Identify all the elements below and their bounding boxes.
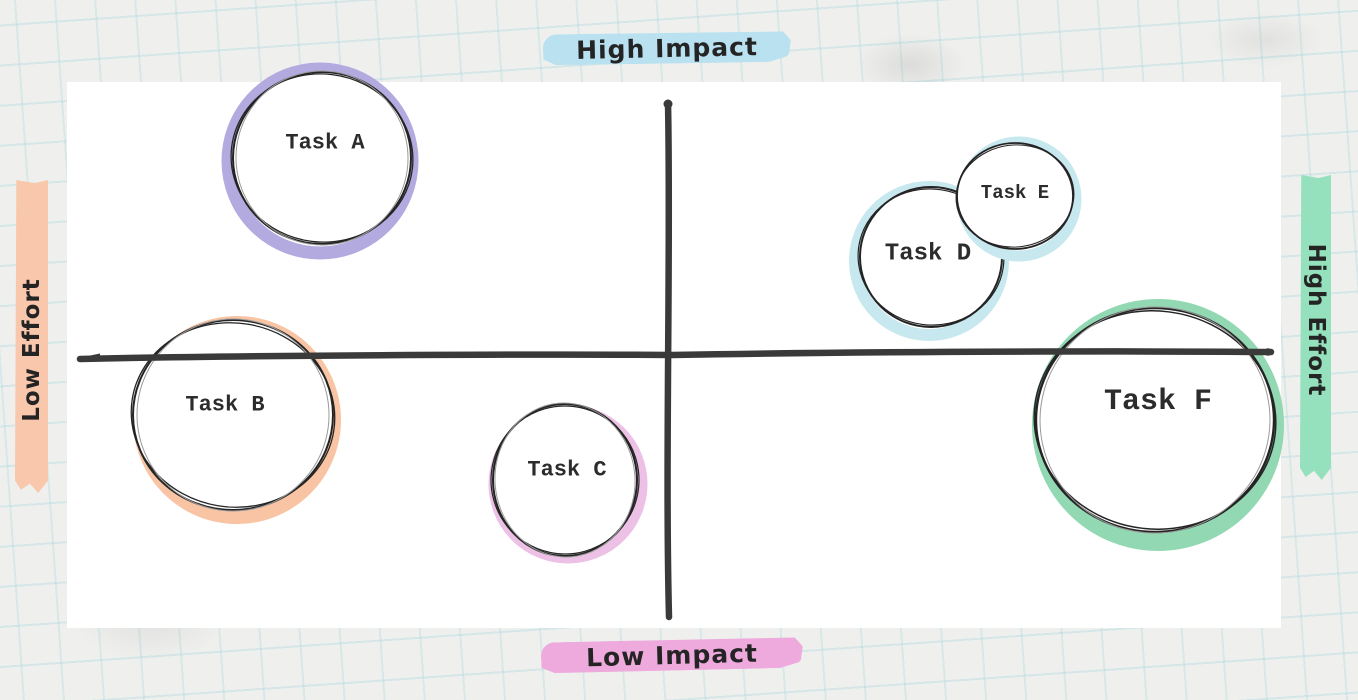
task-f-circle [1034, 306, 1276, 534]
task-node-a: Task A [221, 62, 419, 260]
task-b-circle [132, 319, 334, 511]
task-e-label: Task E [981, 182, 1049, 204]
task-node-c: Task C [488, 402, 648, 564]
task-a-label: Task A [285, 131, 365, 156]
task-f-label: Task F [1104, 385, 1212, 419]
task-b-label: Task B [185, 393, 264, 418]
task-node-e: Task E [955, 136, 1082, 262]
task-e-circle [956, 142, 1074, 250]
task-node-b: Task B [130, 316, 341, 524]
task-c-circle [492, 403, 638, 557]
task-a-circle [232, 71, 412, 245]
task-d-label: Task D [885, 241, 971, 268]
task-node-d: Task D [849, 181, 1009, 341]
horizontal-axis-taper [78, 353, 100, 362]
task-a-highlight-ring [221, 62, 419, 260]
axis-caption-high-effort: High Effort [1300, 175, 1331, 480]
axis-caption-low-effort: Low Effort [15, 180, 48, 493]
horizontal-axis-line [76, 348, 1275, 363]
vertical-axis-end [663, 99, 673, 109]
task-node-f: Task F [1032, 299, 1284, 551]
horizontal-axis-end [1264, 348, 1272, 356]
vertical-axis-line [664, 99, 673, 621]
matrix-axes [76, 99, 1275, 621]
task-c-label: Task C [527, 458, 606, 483]
